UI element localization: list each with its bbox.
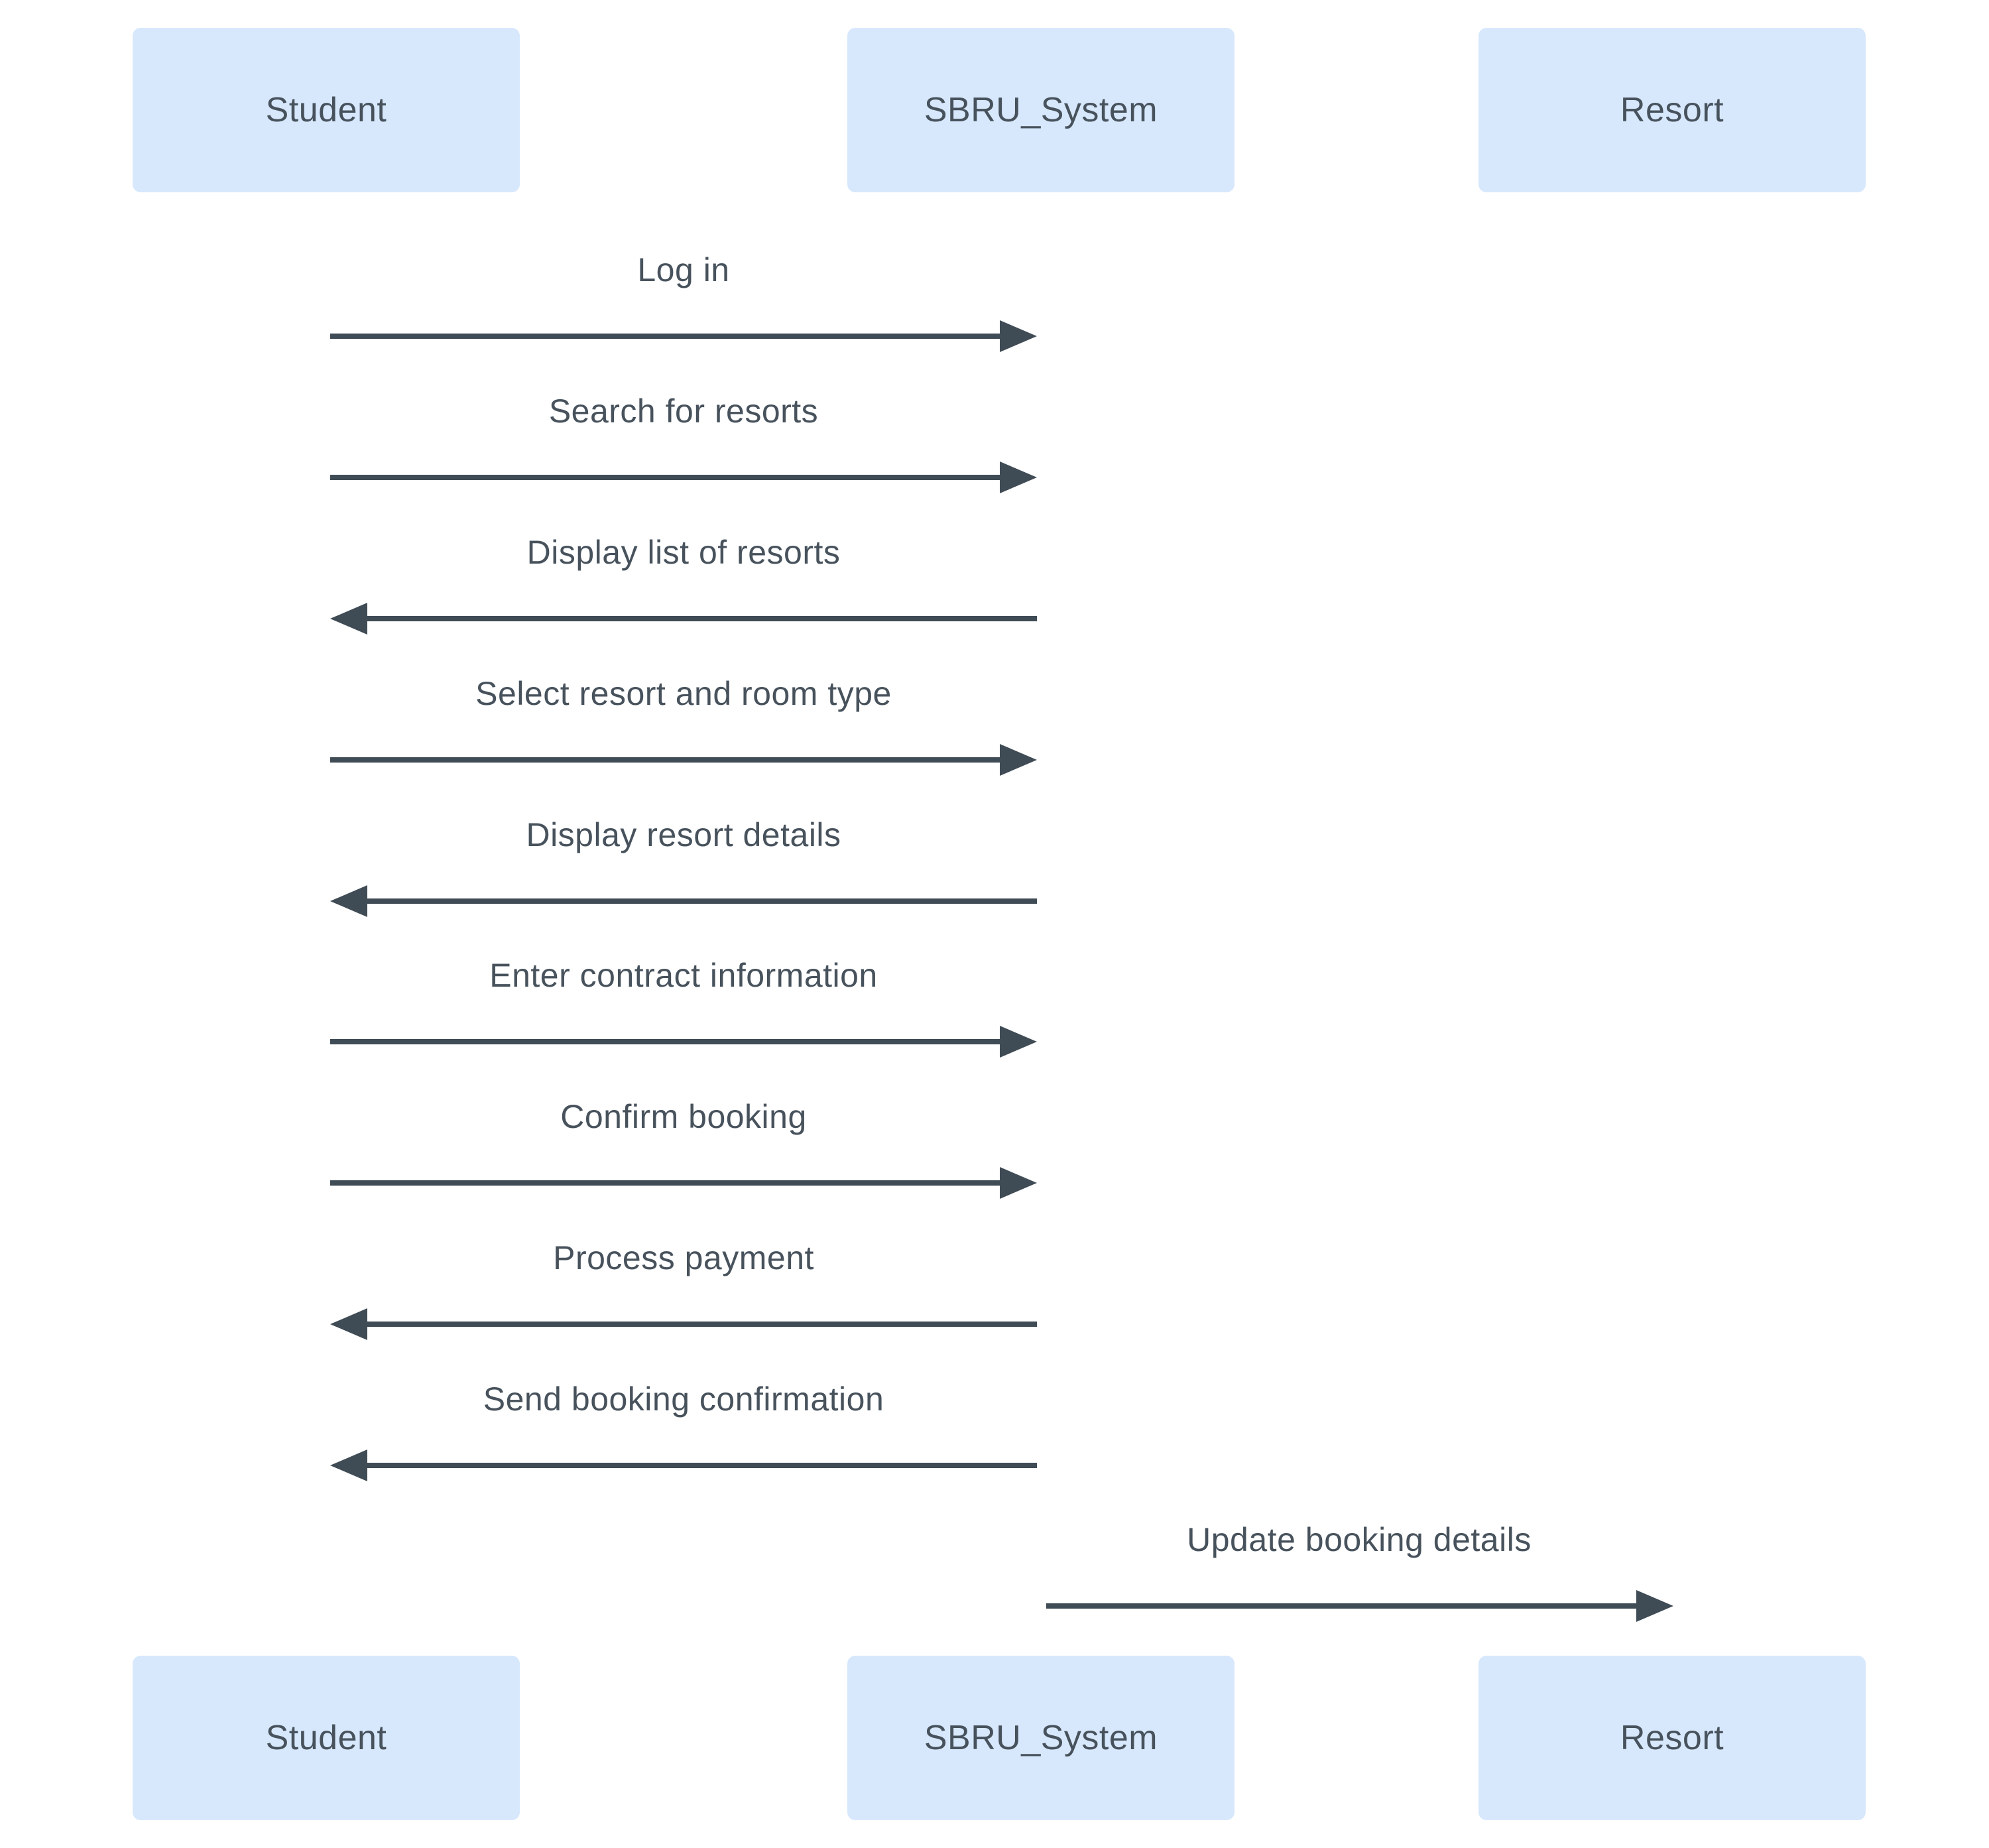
arrow-shaft [367,1463,1037,1468]
message-arrow-display-resort-details [330,885,1037,917]
message-arrow-log-in [330,320,1037,352]
actor-label-sbru-system: SBRU_System [924,1719,1158,1757]
message-label-display-resort-details: Display resort details [526,816,841,853]
arrow-shaft [367,616,1037,621]
message-arrow-update-booking-details [1046,1590,1673,1622]
message-arrow-confirm-booking [330,1167,1037,1199]
actor-box-sbru-system-top: SBRU_System [847,28,1235,192]
arrow-head-left-icon [330,1449,367,1481]
actor-box-student-top: Student [133,28,520,192]
arrow-head-right-icon [1000,1026,1037,1058]
actor-label-student: Student [265,1719,387,1757]
message-arrow-enter-contract-information [330,1026,1037,1058]
message-arrow-display-list-of-resorts [330,603,1037,635]
message-label-send-booking-confirmation: Send booking confirmation [483,1381,884,1418]
arrow-shaft [1046,1603,1636,1609]
actor-label-sbru-system: SBRU_System [924,91,1158,129]
actor-label-resort: Resort [1620,91,1724,129]
actor-box-resort-top: Resort [1478,28,1866,192]
arrow-shaft [330,1180,1000,1186]
message-label-select-resort-and-room-type: Select resort and room type [475,675,892,712]
arrow-head-left-icon [330,603,367,635]
message-label-process-payment: Process payment [553,1239,814,1276]
arrow-shaft [330,757,1000,763]
arrow-shaft [367,898,1037,904]
arrow-head-right-icon [1000,462,1037,493]
message-label-update-booking-details: Update booking details [1187,1521,1532,1558]
message-arrow-send-booking-confirmation [330,1449,1037,1481]
message-arrow-select-resort-and-room-type [330,744,1037,776]
actor-box-resort-bottom: Resort [1478,1656,1866,1820]
arrow-head-left-icon [330,885,367,917]
arrow-head-right-icon [1000,320,1037,352]
message-label-enter-contract-information: Enter contract information [489,957,878,994]
message-label-search-for-resorts: Search for resorts [548,393,819,430]
arrow-head-right-icon [1000,744,1037,776]
message-label-display-list-of-resorts: Display list of resorts [526,534,841,571]
actor-box-sbru-system-bottom: SBRU_System [847,1656,1235,1820]
message-label-log-in: Log in [637,251,730,288]
arrow-head-left-icon [330,1308,367,1340]
actor-label-resort: Resort [1620,1719,1724,1757]
arrow-head-right-icon [1000,1167,1037,1199]
arrow-shaft [330,334,1000,339]
message-arrow-search-for-resorts [330,462,1037,493]
arrow-shaft [330,1039,1000,1044]
arrow-shaft [367,1322,1037,1327]
arrow-shaft [330,475,1000,480]
arrow-head-right-icon [1636,1590,1673,1622]
message-arrow-process-payment [330,1308,1037,1340]
actor-label-student: Student [265,91,387,129]
message-label-confirm-booking: Confirm booking [560,1098,807,1135]
actor-box-student-bottom: Student [133,1656,520,1820]
